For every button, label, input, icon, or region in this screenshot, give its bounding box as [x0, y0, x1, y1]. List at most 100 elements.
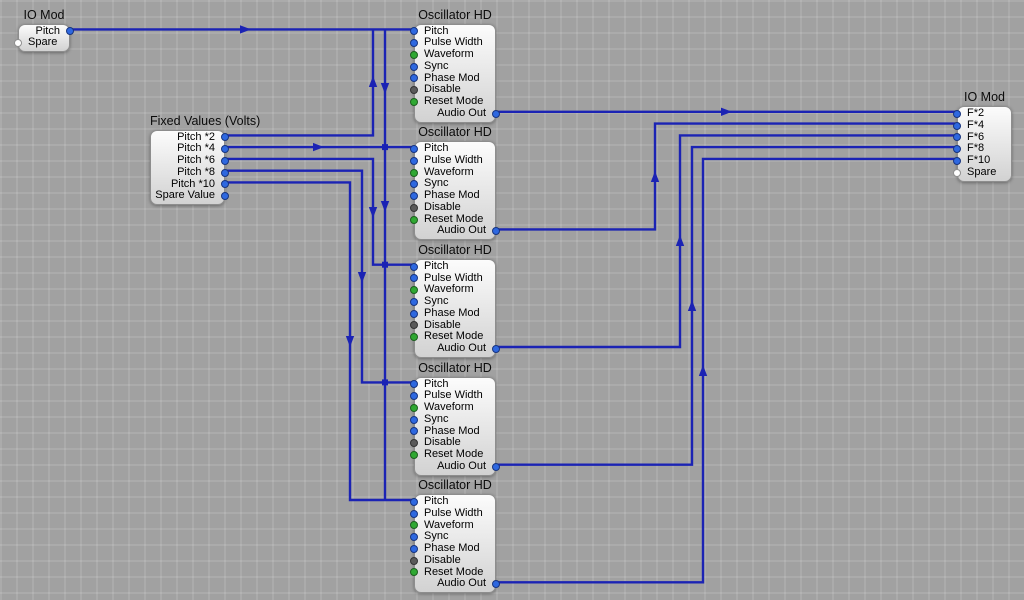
- port-audio-out[interactable]: [492, 580, 500, 589]
- wire-arrow-icon: [345, 336, 355, 347]
- port-row: Phase Mod: [410, 542, 495, 555]
- port-disable[interactable]: [410, 86, 418, 95]
- port-disable[interactable]: [410, 439, 418, 448]
- port-pulse-width[interactable]: [410, 156, 418, 165]
- port-label: Waveform: [424, 48, 474, 60]
- port-row: Phase Mod: [410, 189, 495, 202]
- port-disable[interactable]: [410, 203, 418, 212]
- port-waveform[interactable]: [410, 286, 418, 295]
- port-phase-mod[interactable]: [410, 74, 418, 83]
- port-row: Pulse Width: [410, 271, 495, 285]
- port-row: Disable: [410, 554, 495, 567]
- port-row: Pulse Width: [410, 36, 495, 49]
- port-label: Phase Mod: [424, 542, 480, 555]
- port-reset-mode[interactable]: [410, 215, 418, 224]
- port-label: Pulse Width: [424, 389, 483, 402]
- port-f-4[interactable]: [953, 121, 961, 130]
- port-label: Pitch: [424, 495, 449, 508]
- port-label: F*10: [967, 154, 991, 166]
- port-pitch-4[interactable]: [221, 145, 229, 154]
- port-phase-mod[interactable]: [410, 427, 418, 436]
- port-sync[interactable]: [410, 533, 418, 542]
- port-pitch[interactable]: [410, 497, 418, 506]
- port-label: Audio Out: [437, 577, 486, 590]
- port-label: Audio Out: [437, 224, 486, 237]
- port-sync[interactable]: [410, 415, 418, 424]
- port-pitch-2[interactable]: [221, 133, 229, 142]
- port-audio-out[interactable]: [492, 462, 500, 471]
- port-f-8[interactable]: [953, 145, 961, 154]
- port-pulse-width[interactable]: [410, 392, 418, 401]
- port-reset-mode[interactable]: [410, 450, 418, 459]
- patch-wire-pitch10-to-osc5-pitch[interactable]: [223, 181, 412, 502]
- port-pulse-width[interactable]: [410, 39, 418, 48]
- node-title: Oscillator HD: [418, 7, 492, 22]
- patch-wire-pitch2-to-osc1-pitch[interactable]: [223, 29, 375, 137]
- port-pitch[interactable]: [410, 145, 418, 154]
- patch-wire-osc3-audio-to-f6[interactable]: [496, 134, 955, 349]
- port-label: F*2: [967, 107, 985, 119]
- port-f-2[interactable]: [953, 109, 961, 118]
- port-waveform[interactable]: [410, 403, 418, 412]
- port-pitch[interactable]: [66, 27, 74, 36]
- port-audio-out[interactable]: [492, 227, 500, 236]
- port-pitch[interactable]: [410, 27, 418, 36]
- port-row: Sync: [410, 60, 495, 73]
- port-pulse-width[interactable]: [410, 274, 418, 283]
- port-row: Pulse Width: [410, 507, 495, 520]
- port-audio-out[interactable]: [492, 109, 500, 118]
- port-sync[interactable]: [410, 180, 418, 189]
- port-spare[interactable]: [14, 39, 22, 48]
- port-waveform[interactable]: [410, 168, 418, 177]
- port-disable[interactable]: [410, 556, 418, 565]
- port-pitch[interactable]: [410, 380, 418, 389]
- port-label: Pitch *2: [177, 130, 215, 143]
- port-reset-mode[interactable]: [410, 97, 418, 106]
- port-spare-value[interactable]: [221, 192, 229, 201]
- patch-wire-osc5-audio-to-f10[interactable]: [496, 157, 955, 584]
- port-pitch-6[interactable]: [221, 156, 229, 165]
- port-phase-mod[interactable]: [410, 544, 418, 553]
- port-audio-out[interactable]: [492, 344, 500, 353]
- port-waveform[interactable]: [410, 50, 418, 59]
- node-title: IO Mod: [23, 7, 65, 22]
- port-sync[interactable]: [410, 62, 418, 71]
- port-pitch[interactable]: [410, 262, 418, 271]
- port-f-6[interactable]: [953, 133, 961, 142]
- port-row: Phase Mod: [410, 425, 495, 438]
- port-waveform[interactable]: [410, 521, 418, 530]
- port-pitch-8[interactable]: [221, 168, 229, 177]
- port-f-10[interactable]: [953, 156, 961, 165]
- wire-arrow-icon: [687, 300, 697, 311]
- port-label: Sync: [424, 295, 449, 308]
- port-phase-mod[interactable]: [410, 309, 418, 318]
- port-row: Reset Mode: [410, 213, 495, 226]
- port-row: Pitch *2: [151, 130, 229, 144]
- port-row: Reset Mode: [410, 448, 495, 461]
- patch-wire-osc4-audio-to-f8[interactable]: [496, 145, 955, 466]
- port-reset-mode[interactable]: [410, 568, 418, 577]
- port-pitch-10[interactable]: [221, 180, 229, 189]
- port-spare[interactable]: [953, 168, 961, 177]
- port-label: Pulse Width: [424, 271, 483, 284]
- port-disable[interactable]: [410, 321, 418, 330]
- port-phase-mod[interactable]: [410, 192, 418, 201]
- port-label: Audio Out: [437, 342, 486, 355]
- port-reset-mode[interactable]: [410, 333, 418, 342]
- port-pulse-width[interactable]: [410, 509, 418, 518]
- patch-wire-osc2-audio-to-f4[interactable]: [496, 122, 955, 231]
- port-row: Spare Value: [151, 189, 229, 202]
- port-sync[interactable]: [410, 297, 418, 306]
- port-row: Disable: [410, 83, 495, 96]
